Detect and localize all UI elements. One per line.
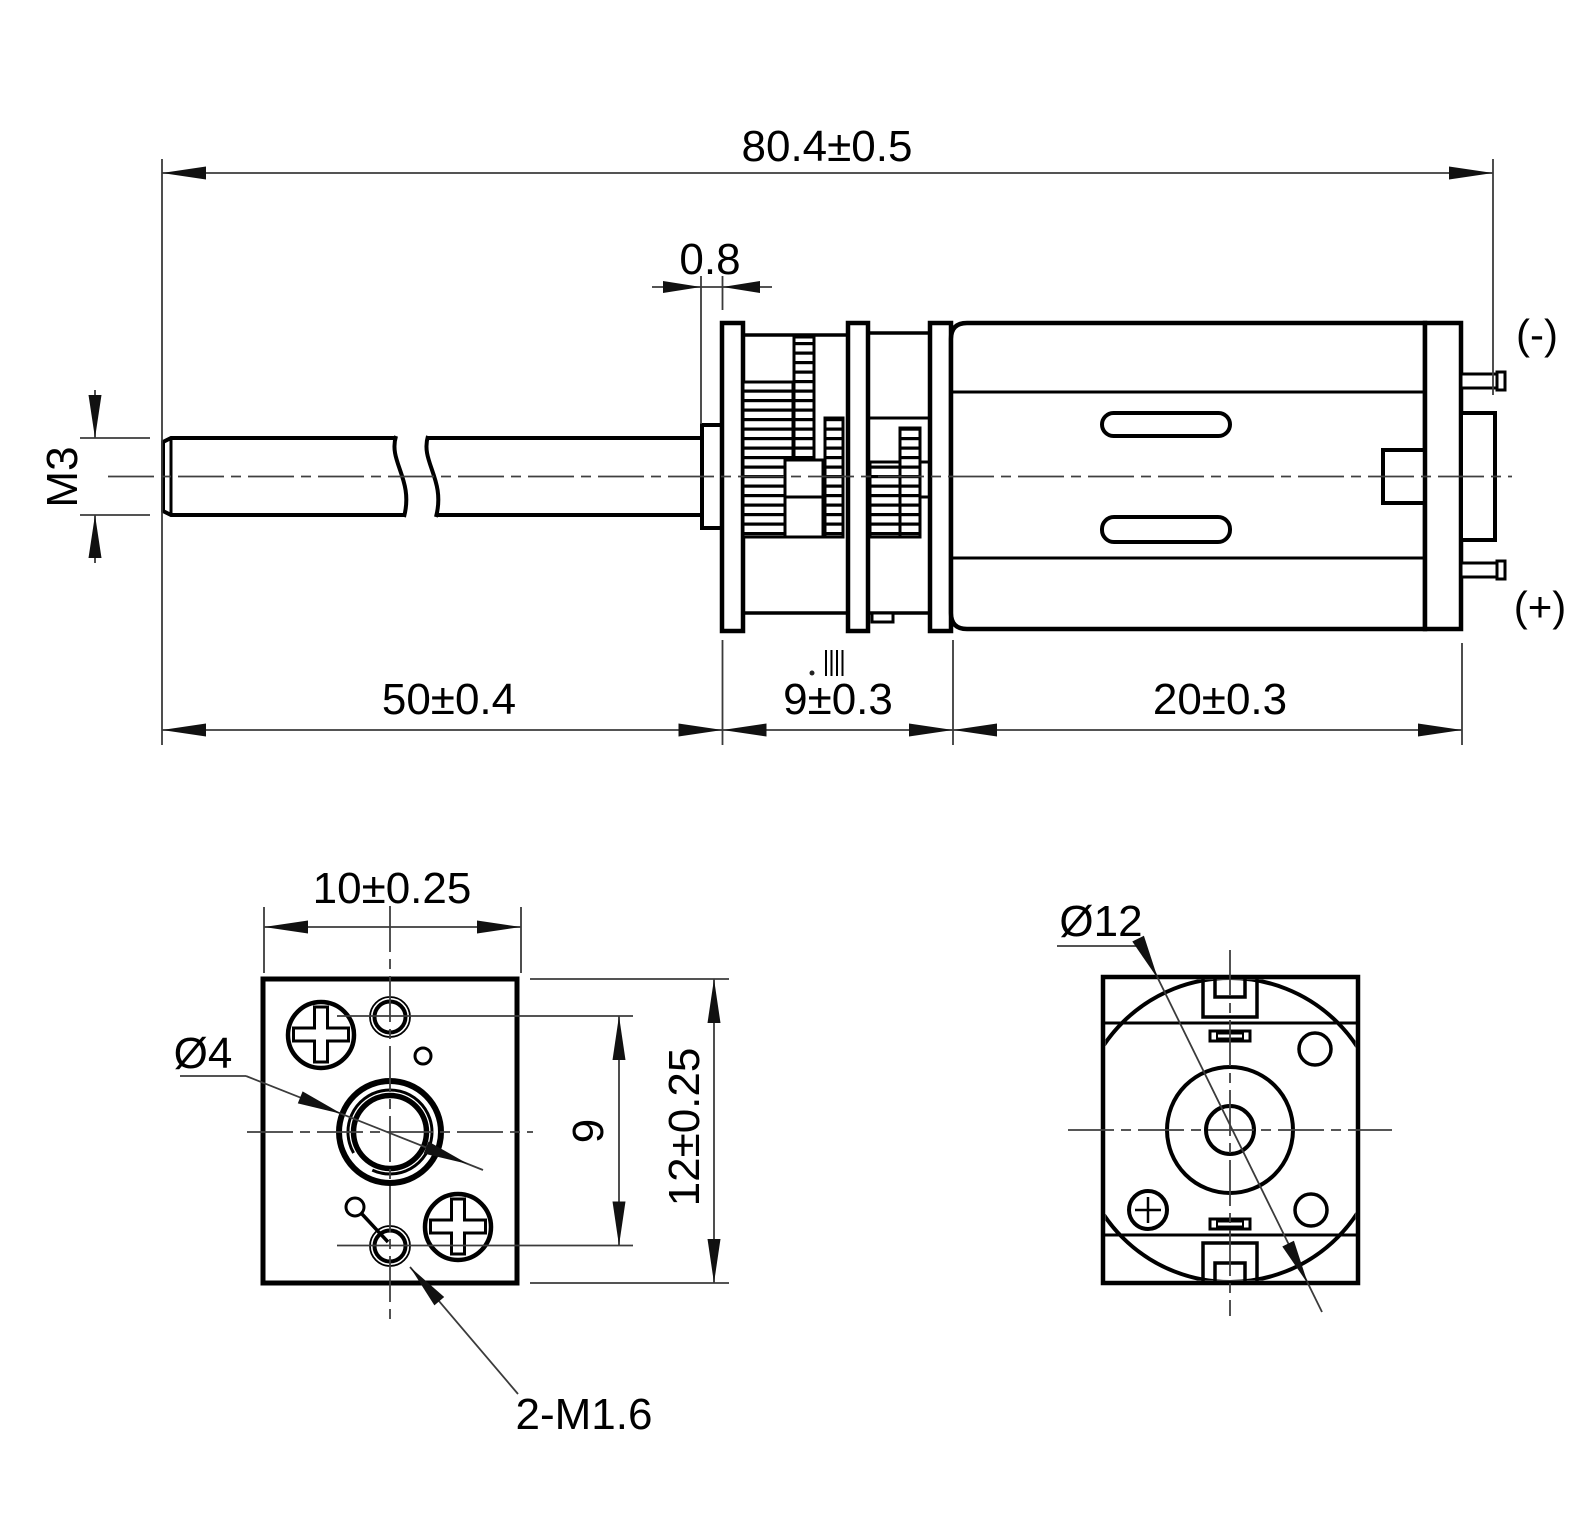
gearbox-bottom-notch	[870, 611, 895, 624]
stray-marks	[809, 650, 844, 676]
terminal-positive-pin	[1459, 561, 1499, 579]
arrow-20-left	[953, 723, 997, 737]
arrow-left	[162, 166, 206, 180]
leader-arrow-1	[1132, 935, 1158, 979]
small-pilot-hole	[413, 1046, 433, 1066]
terminal-positive	[1459, 559, 1507, 581]
arrow-50-right	[678, 723, 723, 737]
stray-dot	[809, 670, 815, 676]
gear-motor-pinion	[868, 460, 902, 539]
leader-boss-diameter: Ø4	[174, 1029, 484, 1171]
terminal-negative-label: (-)	[1516, 311, 1558, 358]
rear-hole-top-right	[1297, 1031, 1333, 1067]
dim-shaft-thread: M3	[38, 390, 150, 563]
dim-motor-length-text: 20±0.3	[1153, 675, 1287, 724]
terminal-negative	[1459, 370, 1507, 392]
arrow-right	[477, 920, 521, 934]
arrow-up	[612, 1016, 626, 1060]
side-view: 80.4±0.5 0.8 M3	[38, 122, 1566, 745]
arrow-20-right	[1418, 723, 1462, 737]
leader-mounting-holes: 2-M1.6	[409, 1266, 653, 1439]
leader-arrow-2	[1282, 1240, 1308, 1284]
shaft-right-outline	[428, 436, 702, 517]
dim-hole-spacing-text: 9	[564, 1119, 613, 1143]
leader-arrow	[410, 1267, 445, 1306]
shaft-break-curve-1	[392, 435, 409, 518]
arrow-right	[722, 281, 760, 293]
shaft-break-curve-2	[424, 435, 441, 518]
gear-stage-column	[898, 426, 922, 539]
arrow-right	[1449, 166, 1493, 180]
dim-height-text: 12±0.25	[660, 1048, 709, 1207]
gear-idler-column-2	[823, 416, 845, 539]
dim-gearbox-length-text: 9±0.3	[783, 675, 893, 724]
gear-hub-left	[783, 458, 825, 499]
dim-shaft-length-text: 50±0.4	[382, 675, 516, 724]
arrow-9-left	[722, 723, 767, 737]
terminal-positive-tab	[1495, 559, 1507, 581]
dim-width: 10±0.25	[263, 864, 522, 973]
motor-vent-slot-bottom	[1100, 515, 1232, 544]
dim-bottom-row: 50±0.4 9±0.3 20±0.3	[162, 640, 1463, 745]
phillips-screw-bottom-right	[422, 1191, 494, 1263]
terminal-negative-pin	[1459, 372, 1499, 390]
dim-pinion-offset: 0.8	[652, 235, 772, 424]
dim-pinion-offset-text: 0.8	[679, 235, 740, 284]
leader-arrow-1	[297, 1091, 342, 1114]
label-shaft-thread-text: M3	[38, 446, 87, 507]
motor-vent-slot-top	[1100, 411, 1232, 438]
terminal-positive-label: (+)	[1514, 583, 1567, 630]
arrow-left	[264, 920, 308, 934]
rear-hole-bottom-right	[1293, 1192, 1329, 1228]
pin-pointer-line	[360, 1212, 390, 1244]
arrow-down	[88, 395, 102, 438]
arrow-50-left	[162, 723, 206, 737]
phillips-screw-top-left	[285, 999, 357, 1071]
phillips-cross-icon	[429, 1197, 487, 1256]
label-mounting-holes-text: 2-M1.6	[516, 1390, 653, 1439]
rear-tab-top	[1201, 979, 1259, 1019]
dim-overall-length-text: 80.4±0.5	[742, 122, 913, 171]
arrow-9-right	[909, 723, 953, 737]
arrow-down	[707, 1239, 721, 1283]
pin-circle	[344, 1196, 366, 1218]
dim-overall-length: 80.4±0.5	[161, 122, 1494, 745]
gear-idler-column-1	[792, 335, 816, 469]
label-boss-diameter-text: Ø4	[174, 1029, 233, 1078]
front-view: 10±0.25 9 12±0.25 Ø4	[174, 864, 729, 1439]
tab-inner	[1213, 979, 1247, 999]
arrow-up	[707, 979, 721, 1023]
leader-motor-diameter: Ø12	[1057, 897, 1323, 1313]
leader-arrow-2	[423, 1141, 468, 1164]
arrow-up	[88, 515, 102, 558]
arrow-down	[612, 1201, 626, 1246]
phillips-cross-icon	[292, 1005, 350, 1064]
dim-width-text: 10±0.25	[313, 864, 472, 913]
alignment-pin	[344, 1196, 390, 1244]
dim-hole-spacing: 9	[337, 1015, 633, 1247]
rear-phillips-screw	[1127, 1189, 1169, 1231]
terminal-negative-tab	[1495, 370, 1507, 392]
rear-view: Ø12	[1057, 897, 1392, 1316]
label-motor-diameter-text: Ø12	[1059, 897, 1142, 946]
gear-hub-left-lower	[783, 495, 825, 539]
tab-outer	[1201, 979, 1259, 1019]
arrow-left	[663, 281, 701, 293]
dim-height: 12±0.25	[530, 978, 729, 1284]
